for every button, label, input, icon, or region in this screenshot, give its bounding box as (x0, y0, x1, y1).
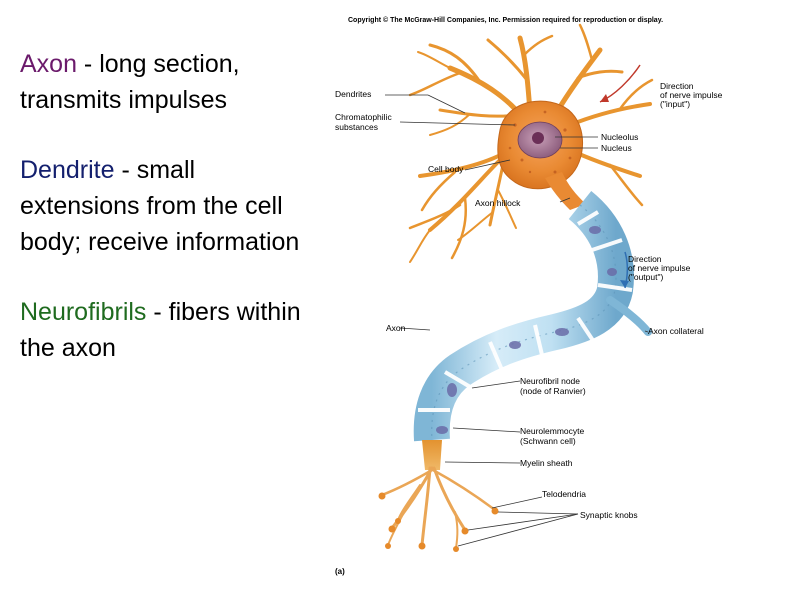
neurofibrils-definition: Neurofibrils - fibers within the axon (20, 294, 320, 366)
label-direction-output-3: ("output") (628, 272, 663, 282)
panel-letter: (a) (335, 567, 345, 576)
label-myelin-sheath: Myelin sheath (520, 458, 573, 468)
axon-description: - long section, transmits impulses (20, 50, 240, 114)
label-neurolemmocyte-2: (Schwann cell) (520, 436, 576, 446)
neuron-diagram: Copyright © The McGraw-Hill Companies, I… (335, 16, 723, 576)
label-nucleus: Nucleus (601, 143, 632, 153)
label-cell-body: Cell body (428, 164, 464, 174)
synaptic-knobs (378, 492, 499, 552)
label-chromatophilic-1: Chromatophilic (335, 112, 392, 122)
axon-definition: Axon - long section, transmits impulses (20, 46, 320, 118)
dendrite-description: - small extensions from the cell body; r… (20, 156, 300, 256)
label-node-2: (node of Ranvier) (520, 386, 586, 396)
axon-hillock-shape (545, 172, 586, 210)
label-axon-collateral: Axon collateral (648, 326, 704, 336)
axon-term: Axon (20, 50, 77, 78)
label-chromatophilic-2: substances (335, 122, 378, 132)
label-direction-output-2: of nerve impulse (628, 263, 691, 273)
telodendria (380, 466, 497, 549)
axon-collateral-shape (606, 296, 652, 336)
label-axon: Axon (386, 323, 406, 333)
myelinated-axon (413, 190, 634, 442)
label-direction-input-3: ("input") (660, 99, 690, 109)
dendrite-term: Dendrite (20, 156, 115, 184)
dendrite-definition: Dendrite - small extensions from the cel… (20, 152, 320, 260)
label-direction-output-1: Direction (628, 254, 662, 264)
chromatophilic-substances (508, 110, 572, 174)
label-neurolemmocyte-1: Neurolemmocyte (520, 426, 585, 436)
nucleolus-shape (532, 132, 544, 144)
label-nucleolus: Nucleolus (601, 132, 638, 142)
leader-lines (385, 94, 649, 547)
neurofibrils-description: - fibers within the axon (20, 298, 301, 362)
label-direction-input-1: Direction (660, 81, 694, 91)
neurofibrils-term: Neurofibrils (20, 298, 147, 326)
label-dendrites: Dendrites (335, 89, 371, 99)
label-synaptic-knobs: Synaptic knobs (580, 510, 638, 520)
label-direction-input-2: of nerve impulse (660, 90, 723, 100)
output-arrowhead (620, 280, 629, 288)
dendrites (408, 23, 654, 263)
axon-terminal-shape (422, 440, 442, 470)
copyright-notice: Copyright © The McGraw-Hill Companies, I… (348, 16, 663, 24)
input-arrowhead (600, 94, 609, 102)
definitions-panel: Axon - long section, transmits impulses … (20, 46, 320, 366)
label-node-1: Neurofibril node (520, 376, 580, 386)
label-axon-hillock: Axon hillock (475, 198, 521, 208)
label-telodendria: Telodendria (542, 489, 586, 499)
